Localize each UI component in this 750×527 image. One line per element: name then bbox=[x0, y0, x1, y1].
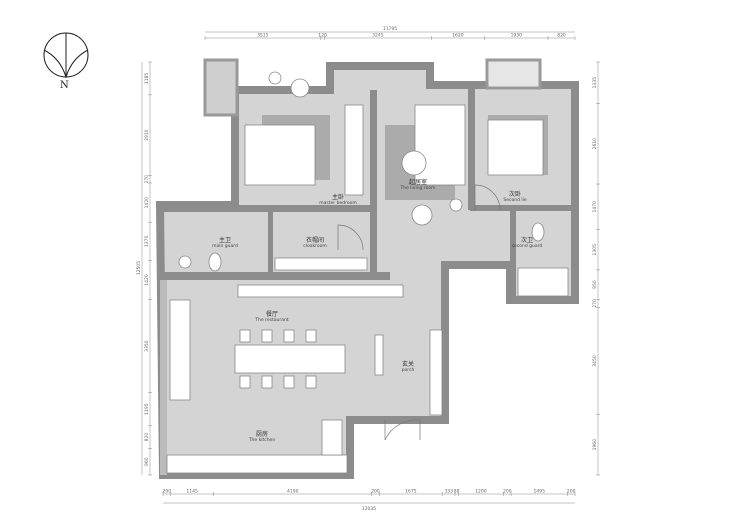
dimension-label: 11795 bbox=[383, 26, 397, 32]
room-name-en: The kitchen bbox=[248, 437, 276, 443]
toilet-main bbox=[208, 252, 222, 272]
porch-cabinet bbox=[429, 329, 443, 416]
dimension-label: 960 bbox=[144, 457, 150, 466]
room-name-en: second guard bbox=[511, 243, 543, 249]
dimension-label: 1960 bbox=[592, 439, 598, 451]
room-name-cn: 次卧 bbox=[508, 191, 522, 198]
dimension-label: 1675 bbox=[405, 489, 417, 495]
dimension-label: 4190 bbox=[287, 489, 299, 495]
dimension-label: 1370 bbox=[144, 235, 150, 247]
dimension-label: 820 bbox=[557, 33, 566, 39]
room-name-en: The restaurant bbox=[255, 317, 289, 323]
dimension-label: 200 bbox=[162, 489, 171, 495]
room-name-en: cloakroom bbox=[303, 243, 327, 249]
dimension-label: 1145 bbox=[186, 489, 198, 495]
furniture bbox=[166, 71, 569, 474]
room-name-cn: 衣帽间 bbox=[305, 237, 325, 244]
room-name-en: The living room bbox=[400, 185, 436, 191]
dimension-label: 270 bbox=[144, 175, 150, 184]
room-name-cn: 主卧 bbox=[331, 194, 345, 201]
dimension-label: 333 bbox=[444, 489, 453, 495]
dimension-label: 3245 bbox=[372, 33, 384, 39]
north-label: N bbox=[60, 80, 69, 91]
sofa bbox=[414, 104, 466, 186]
room-name-en: main guard bbox=[212, 243, 238, 249]
dimension-label: 1420 bbox=[144, 274, 150, 286]
dining-chairs bbox=[239, 329, 317, 389]
dimension-label: 1185 bbox=[144, 73, 150, 85]
kitchen-counter bbox=[166, 454, 348, 474]
dimension-label: 3350 bbox=[144, 340, 150, 352]
dimension-label: 950 bbox=[592, 280, 598, 289]
room-name-cn: 主卫 bbox=[218, 237, 231, 244]
toilet-second bbox=[531, 222, 545, 242]
room-name-cn: 起居室 bbox=[408, 179, 427, 186]
dimension-label: 200 bbox=[371, 489, 380, 495]
dimension-label: 120 bbox=[318, 33, 327, 39]
dimension-label: 1470 bbox=[592, 201, 598, 213]
dimension-label: 12505 bbox=[136, 261, 142, 275]
second-bed bbox=[487, 119, 544, 176]
dimension-label: 270 bbox=[592, 299, 598, 308]
master-wardrobe bbox=[344, 104, 364, 196]
north-compass-icon bbox=[43, 32, 89, 79]
dimension-label: 1620 bbox=[452, 33, 464, 39]
basin-main bbox=[178, 255, 192, 269]
dimension-label: 3515 bbox=[257, 33, 269, 39]
dimension-label: 820 bbox=[144, 433, 150, 442]
interior-walls bbox=[160, 85, 575, 475]
armchair bbox=[290, 78, 310, 98]
dimension-label: 1335 bbox=[592, 77, 598, 89]
master-bed bbox=[244, 124, 316, 186]
room-name-en: Second lie bbox=[503, 197, 527, 203]
dimension-label: 2910 bbox=[144, 129, 150, 141]
balcony-second bbox=[485, 58, 542, 90]
cloakroom-shelf bbox=[274, 257, 368, 271]
kitchen-island bbox=[321, 419, 343, 456]
sideboard bbox=[169, 299, 191, 401]
dimension-label: 1930 bbox=[511, 33, 523, 39]
coffee-table bbox=[401, 150, 427, 176]
dimension-lines: 11795 3515 120 3245 1620 1930 820 200 1145 4190 20… bbox=[136, 26, 600, 512]
balcony-master bbox=[203, 58, 239, 117]
room-name-en: master bedroom bbox=[319, 200, 357, 206]
dining-table bbox=[234, 344, 346, 374]
door-swings bbox=[337, 184, 501, 441]
porch-bench bbox=[374, 334, 384, 376]
room-name-cn: 次卫 bbox=[520, 237, 534, 244]
room-name-cn: 厨房 bbox=[255, 431, 268, 438]
shower-second bbox=[517, 267, 569, 297]
room-name-en: porch bbox=[401, 367, 415, 373]
dimension-label: 88 bbox=[454, 489, 460, 495]
lounge-chair bbox=[411, 204, 433, 226]
room-name-cn: 玄关 bbox=[401, 361, 414, 368]
dimension-label: 200 bbox=[503, 489, 512, 495]
hall-cabinet bbox=[237, 284, 404, 298]
dimension-label: 1420 bbox=[144, 197, 150, 209]
dimension-label: 12035 bbox=[362, 506, 376, 512]
room-name-cn: 餐厅 bbox=[265, 311, 279, 318]
dimension-label: 1200 bbox=[475, 489, 487, 495]
dimension-label: 1495 bbox=[534, 489, 546, 495]
dimension-label: 1195 bbox=[144, 403, 150, 415]
dimension-label: 200 bbox=[567, 489, 576, 495]
dimension-label: 3450 bbox=[592, 355, 598, 367]
dimension-label: 1305 bbox=[592, 244, 598, 256]
dimension-label: 2610 bbox=[592, 138, 598, 150]
